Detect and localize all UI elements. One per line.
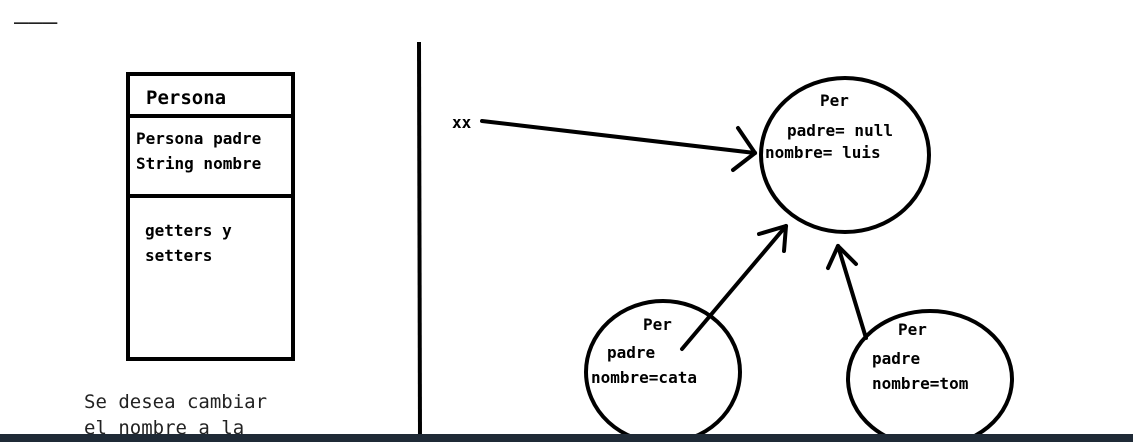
note-line-2: el nombre a la xyxy=(84,417,245,439)
node-cata-type: Per xyxy=(643,315,672,334)
node-tom-circle xyxy=(846,309,1014,442)
reference-label: xx xyxy=(452,113,472,132)
node-cata: Per padre nombre=cata xyxy=(584,299,742,442)
node-luis-type: Per xyxy=(820,91,849,110)
class-method-getters: getters y xyxy=(145,221,232,240)
separator-dashes: ——— xyxy=(14,8,58,36)
node-luis-circle xyxy=(759,76,931,234)
class-attribute-padre: Persona padre xyxy=(136,129,261,148)
class-method-setters: setters xyxy=(145,246,212,265)
class-name: Persona xyxy=(146,87,226,109)
node-luis-padre: padre= null xyxy=(787,121,893,140)
arrow-cata-to-luis xyxy=(680,224,788,351)
uml-class-box: Persona Persona padre String nombre gett… xyxy=(126,72,295,361)
node-cata-circle xyxy=(584,299,742,442)
node-luis-nombre: nombre= luis xyxy=(765,143,881,162)
node-tom-padre: padre xyxy=(872,349,920,368)
node-cata-nombre: nombre=cata xyxy=(591,368,697,387)
class-box-border xyxy=(126,72,295,361)
node-tom: Per padre nombre=tom xyxy=(846,309,1014,442)
node-tom-nombre: nombre=tom xyxy=(872,374,969,393)
note-line-1: Se desea cambiar xyxy=(84,391,268,413)
vertical-divider xyxy=(417,41,422,441)
class-attribute-nombre: String nombre xyxy=(136,154,261,173)
node-tom-type: Per xyxy=(898,320,927,339)
arrow-xx-to-luis xyxy=(480,119,757,172)
node-cata-padre: padre xyxy=(607,343,655,362)
arrow-tom-to-luis xyxy=(826,244,868,340)
note-text: Se desea cambiar el nombre a la xyxy=(84,389,267,441)
bottom-bar xyxy=(0,434,1133,442)
node-luis: Per padre= null nombre= luis xyxy=(759,76,931,234)
